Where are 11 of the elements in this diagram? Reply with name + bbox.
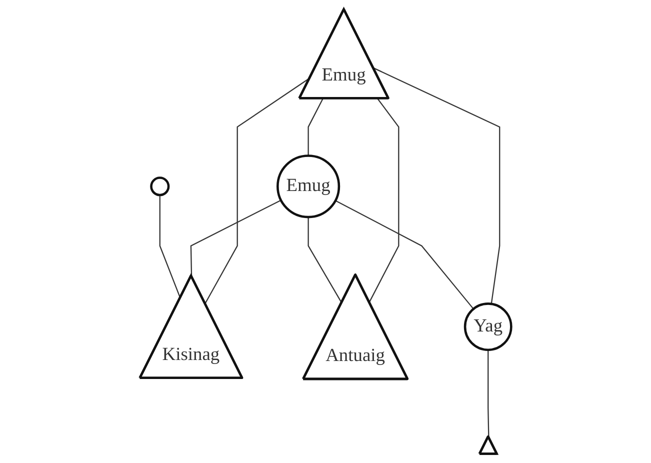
node-circle: Emug bbox=[276, 154, 340, 218]
connector bbox=[159, 195, 181, 299]
connector bbox=[368, 98, 400, 302]
connector bbox=[373, 67, 500, 304]
connector bbox=[190, 200, 282, 276]
connector bbox=[335, 200, 474, 310]
connector bbox=[488, 350, 490, 438]
connector bbox=[308, 98, 324, 156]
connector bbox=[308, 217, 342, 304]
node-circle: Yag bbox=[464, 302, 512, 351]
node-circle bbox=[150, 176, 170, 196]
